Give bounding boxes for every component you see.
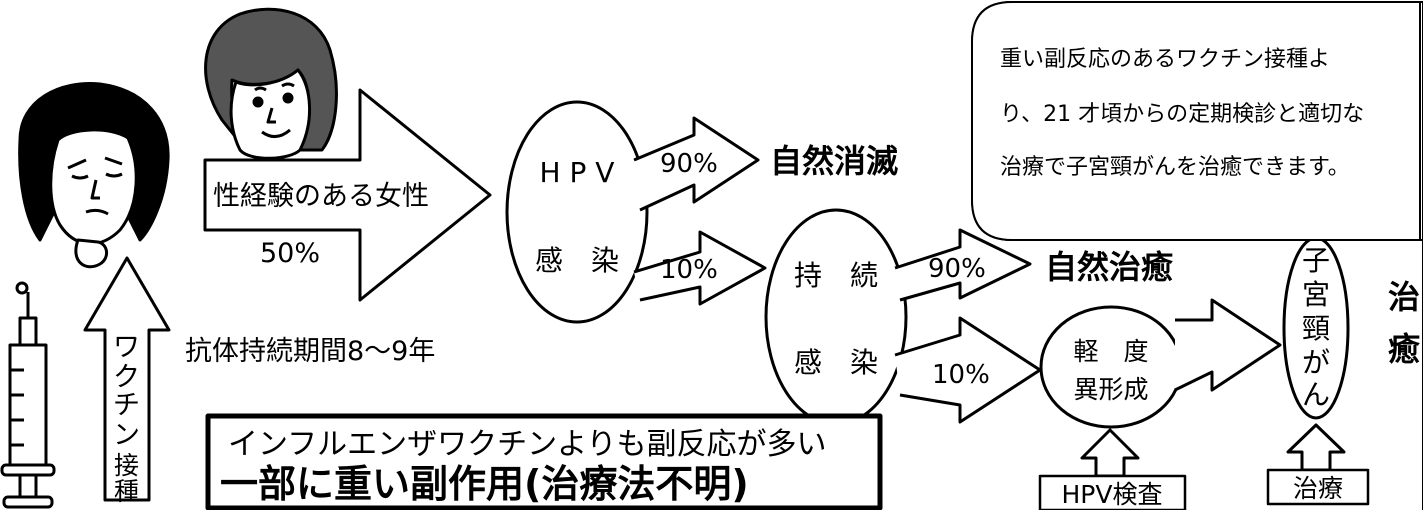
antibody-label: 抗体持続期間8〜9年 (185, 336, 435, 367)
persist-heal-label: 自然治癒 (1045, 248, 1173, 286)
vaccine-char-5: 接 (114, 451, 139, 480)
arrow-dysplasia-to-cancer (1174, 298, 1282, 392)
cancer-char-5: ん (1302, 378, 1330, 411)
vaccine-char-4: ン (113, 420, 140, 451)
arrow-hpv-test-up (1080, 428, 1140, 478)
cancer-outcome-char-1: 治 (1388, 278, 1420, 316)
arrow-hpv-to-persist (633, 230, 767, 306)
persist-dysplasia-pct: 10% (932, 360, 990, 390)
hpv-clear-pct: 90% (660, 149, 718, 179)
persist-node-bottom: 感 染 (794, 346, 878, 379)
vaccine-char-6: 種 (114, 477, 139, 506)
dysplasia-node-top: 軽 度 (1073, 337, 1148, 366)
persist-heal-pct: 90% (928, 254, 986, 284)
dysplasia-node-bottom: 異形成 (1073, 375, 1148, 404)
hpv-infection-node (505, 100, 649, 324)
warning-line-2: 一部に重い副作用(治療法不明) (220, 462, 749, 506)
women-pct: 50% (260, 238, 320, 269)
cancer-outcome-char-2: 癒 (1388, 330, 1420, 368)
arrow-treatment-up (1286, 423, 1346, 472)
girl-face-icon (18, 81, 170, 269)
warning-line-1: インフルエンザワクチンよりも副反応が多い (228, 427, 827, 462)
treatment-label: 治療 (1293, 474, 1343, 503)
cancer-char-1: 子 (1302, 244, 1330, 277)
note-line-1: 重い副反応のあるワクチン接種よ (1000, 47, 1330, 72)
cancer-node-label: 子 宮 頸 が ん (1302, 244, 1330, 411)
hpv-persist-pct: 10% (660, 255, 718, 285)
hpv-test-box (1038, 474, 1187, 510)
treatment-box (1266, 468, 1370, 506)
hpv-test-label: HPV検査 (1062, 480, 1163, 509)
cancer-char-2: 宮 (1302, 278, 1330, 311)
note-line-2: り、21 才頃からの定期検診と適切な (1000, 102, 1364, 127)
hpv-node-bottom: 感 染 (535, 244, 619, 277)
vaccine-arrow (83, 256, 171, 502)
adult-woman-face-icon (204, 7, 338, 160)
women-arrow (203, 88, 492, 302)
hpv-node-top: H P V (540, 156, 615, 189)
vaccine-char-2: ク (113, 362, 140, 393)
vaccine-char-3: チ (113, 390, 140, 421)
women-label: 性経験のある女性 (213, 181, 429, 212)
arrow-hpv-to-clear (633, 116, 760, 212)
note-line-3: 治療で子宮頸がんを治癒できます。 (1000, 155, 1350, 180)
vaccine-char-1: ワ (113, 332, 140, 363)
hpv-clear-label: 自然消滅 (770, 142, 898, 180)
persist-node-top: 持 続 (794, 259, 878, 292)
warning-box (205, 413, 883, 510)
cancer-char-3: 頸 (1302, 312, 1330, 345)
mild-dysplasia-node (1039, 305, 1183, 429)
cancer-char-4: が (1302, 346, 1330, 379)
arrow-persist-to-dysplasia (894, 316, 1042, 424)
persistent-infection-node (764, 208, 908, 426)
syringe-icon (0, 281, 56, 509)
vaccine-label: ワ ク チ ン 接 種 (113, 332, 140, 506)
arrow-persist-to-heal (894, 228, 1032, 302)
